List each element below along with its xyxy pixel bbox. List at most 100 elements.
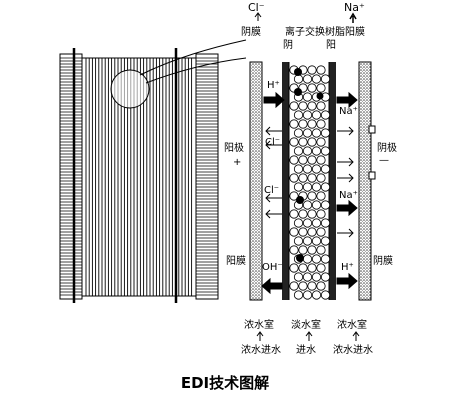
resin-bead <box>302 74 313 84</box>
arrow-right-3 <box>337 173 354 183</box>
electrode-ports <box>368 125 376 180</box>
resin-bead <box>307 209 317 219</box>
bottom-right-membrane-label: 阴膜 <box>373 256 393 267</box>
arrow-na-top <box>336 91 358 109</box>
resin-bead <box>311 200 322 210</box>
resin-bead <box>302 290 313 300</box>
resin-left-label: 阴 <box>283 40 293 51</box>
arrow-cl-4 <box>265 209 282 219</box>
resin-bead <box>289 119 299 129</box>
cathode-sign: — <box>379 155 389 166</box>
resin-bead <box>316 263 326 273</box>
resin-bead <box>320 128 331 138</box>
top-right-membrane-label: 阳膜 <box>345 27 365 38</box>
bottom-flow-arrows <box>256 331 360 341</box>
charged-bead <box>296 254 304 262</box>
port-square <box>368 125 376 134</box>
resin-bead <box>311 74 322 84</box>
resin-bead <box>289 191 299 201</box>
dilute-chamber: 淡水室 <box>291 320 321 331</box>
resin-bead <box>289 245 299 255</box>
resin-bead <box>320 290 331 300</box>
resin-bead <box>298 209 308 219</box>
arrow-cl-3 <box>265 193 282 203</box>
resin-beads <box>289 65 331 300</box>
resin-bead <box>293 218 304 228</box>
magnify-leader-2 <box>145 57 247 84</box>
resin-bead <box>293 164 304 174</box>
resin-bead <box>298 173 308 183</box>
arrow-cl-2 <box>265 140 282 150</box>
magnify-leader-1 <box>139 39 247 76</box>
resin-bead <box>316 245 326 255</box>
charged-bead <box>316 92 324 100</box>
na-up-arrow <box>349 12 357 23</box>
resin-bead <box>293 272 304 282</box>
charged-bead <box>294 68 302 76</box>
resin-bead <box>293 182 304 192</box>
ion-cl-1: Cl⁻ <box>265 137 281 148</box>
anode-label: 阳极 <box>224 143 244 154</box>
resin-bead <box>307 155 317 165</box>
resin-bead <box>302 254 313 264</box>
ion-h-plus-bottom: H⁺ <box>341 262 354 273</box>
thin-arrows <box>265 126 354 238</box>
port-square <box>368 171 376 180</box>
figure-title: EDI技术图解 <box>180 374 270 392</box>
resin-bead <box>311 146 322 156</box>
edi-schematic <box>249 12 376 341</box>
resin-bead <box>316 227 326 237</box>
arrow-h-plus-bottom <box>336 272 358 290</box>
ion-h-plus-top: H⁺ <box>267 80 280 91</box>
cathode-label: 阴极 <box>377 143 397 154</box>
resin-bead <box>311 290 322 300</box>
resin-bead <box>298 119 308 129</box>
resin-bead <box>316 65 326 75</box>
resin-bead <box>316 155 326 165</box>
resin-bead <box>302 272 313 282</box>
resin-bead <box>311 182 322 192</box>
membrane-right-electrode <box>358 61 372 301</box>
resin-bead <box>307 227 317 237</box>
charged-bead <box>294 88 302 96</box>
edi-module <box>59 39 247 303</box>
resin-bead <box>307 101 317 111</box>
conc-inlet-left: 浓水进水 <box>241 345 281 356</box>
resin-bead <box>302 92 313 102</box>
resin-bead <box>289 209 299 219</box>
arrow-right-4 <box>337 228 354 238</box>
resin-bead <box>289 227 299 237</box>
resin-bead <box>316 101 326 111</box>
top-na-label: Na⁺ <box>344 1 365 14</box>
resin-bead <box>293 74 304 84</box>
resin-bead <box>293 236 304 246</box>
resin-bead <box>302 146 313 156</box>
resin-bead <box>307 173 317 183</box>
membrane-cation-right <box>329 62 336 300</box>
arrow-h-plus-top <box>263 91 285 109</box>
resin-bead <box>307 137 317 147</box>
resin-bead <box>302 218 313 228</box>
resin-bead <box>307 191 317 201</box>
resin-bead <box>289 101 299 111</box>
resin-bead <box>311 164 322 174</box>
membrane-left-electrode <box>249 61 263 301</box>
resin-bead <box>289 263 299 273</box>
ion-arrows <box>261 91 358 295</box>
resin-bead <box>298 227 308 237</box>
arrow-na-middle <box>336 199 358 217</box>
resin-bead <box>293 146 304 156</box>
resin-bead <box>320 218 331 228</box>
resin-bead <box>316 191 326 201</box>
resin-bead <box>320 200 331 210</box>
resin-bead <box>307 281 317 291</box>
membrane-anion-left <box>282 62 289 300</box>
resin-bead <box>298 101 308 111</box>
resin-bead <box>311 254 322 264</box>
resin-bead <box>307 263 317 273</box>
module-left-endplate-stripes <box>60 57 82 296</box>
conc-inlet-right: 浓水进水 <box>333 345 373 356</box>
resin-bead <box>316 119 326 129</box>
resin-bead <box>307 119 317 129</box>
conc-chamber-left: 浓水室 <box>244 320 274 331</box>
